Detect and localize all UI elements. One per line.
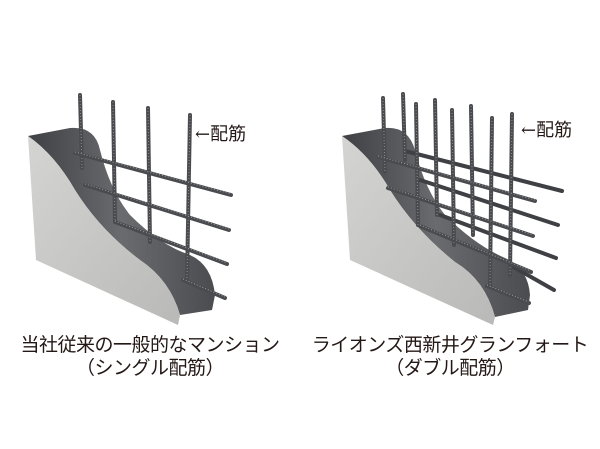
concrete-shadow-surface: [28, 127, 215, 315]
single-rebar-panel: ←配筋 当社従来の一般的なマンション （シングル配筋）: [0, 93, 300, 380]
caption-title: 当社従来の一般的なマンション: [20, 334, 280, 356]
double-rebar-illustration: [342, 92, 564, 325]
horizontal-rebars: [73, 151, 233, 300]
rebar-callout-label: ←配筋: [521, 120, 573, 141]
double-rebar-caption: ライオンズ西新井グランフォート （ダブル配筋）: [300, 334, 600, 380]
caption-subtitle: （シングル配筋）: [75, 357, 225, 379]
concrete-shadow-surface: [342, 127, 530, 317]
rebar-callout-label: ←配筋: [195, 124, 247, 145]
front-horizontal-rebars: [376, 155, 537, 305]
horizontal-rebar-ribs: [74, 151, 232, 298]
back-horizontal-rebars: [403, 149, 564, 292]
caption-title: ライオンズ西新井グランフォート: [311, 334, 589, 356]
single-rebar-caption: 当社従来の一般的なマンション （シングル配筋）: [0, 334, 300, 380]
double-rebar-panel: ←配筋 ライオンズ西新井グランフォート （ダブル配筋）: [300, 0, 600, 449]
concrete-front-face: [28, 136, 180, 325]
vertical-rebar-ribs: [382, 93, 513, 286]
concrete-front-face: [342, 136, 495, 325]
single-rebar-illustration: [28, 93, 233, 325]
caption-subtitle: （ダブル配筋）: [385, 357, 515, 379]
horizontal-rebar-ribs: [377, 155, 536, 303]
